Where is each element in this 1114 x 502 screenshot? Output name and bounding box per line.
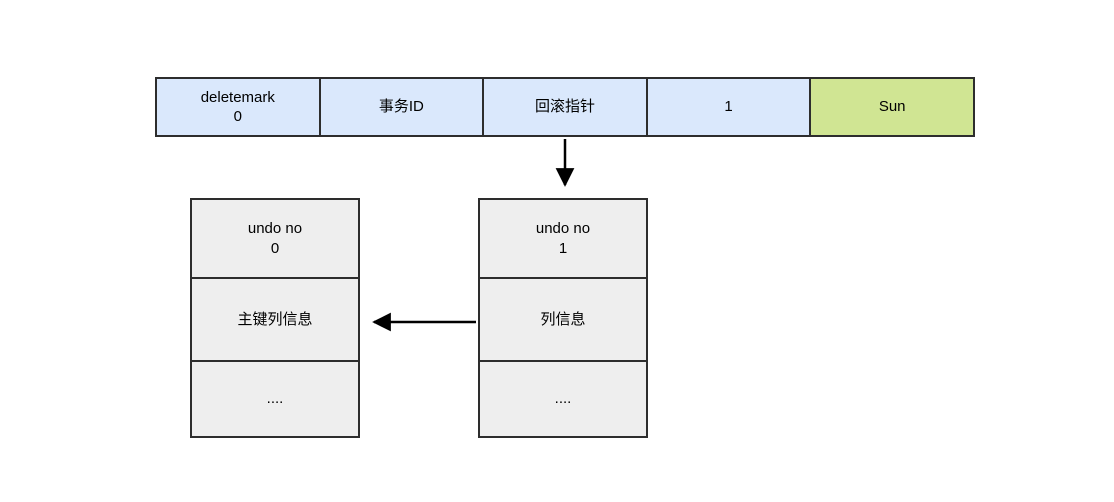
undo-cell-label: undo no xyxy=(535,220,591,237)
undo-cell-number: undo no 1 xyxy=(480,200,646,279)
undo-cell-value: 0 xyxy=(270,239,280,257)
undo-cell-label: undo no xyxy=(247,220,303,237)
undo-cell-ellipsis: .... xyxy=(480,362,646,436)
undo-log-box-0: undo no 0 主键列信息 .... xyxy=(190,198,360,438)
undo-cell-columns: 列信息 xyxy=(480,279,646,362)
undo-cell-label: 主键列信息 xyxy=(237,310,313,328)
record-row: deletemark 0 事务ID 回滚指针 1 Sun xyxy=(155,77,975,137)
record-cell-label: 事务ID xyxy=(378,98,424,116)
undo-cell-ellipsis: .... xyxy=(192,362,358,436)
record-cell-value: 0 xyxy=(233,108,242,125)
record-cell-label: deletemark xyxy=(200,88,275,106)
record-cell-primary-key: 1 xyxy=(647,79,812,135)
record-cell-deletemark: deletemark 0 xyxy=(157,79,321,135)
record-cell-rollback-pointer: 回滚指针 xyxy=(484,79,648,135)
record-cell-name-value: Sun xyxy=(811,79,973,135)
record-cell-label: Sun xyxy=(878,98,906,116)
undo-log-box-1: undo no 1 列信息 .... xyxy=(478,198,648,438)
record-cell-transaction-id: 事务ID xyxy=(320,79,485,135)
undo-cell-label: .... xyxy=(266,390,284,408)
undo-cell-number: undo no 0 xyxy=(192,200,358,279)
record-cell-label: 1 xyxy=(724,98,733,116)
undo-cell-primary-key-columns: 主键列信息 xyxy=(192,279,358,362)
record-cell-label: 回滚指针 xyxy=(534,98,595,116)
undo-cell-label: .... xyxy=(554,390,572,408)
undo-cell-label: 列信息 xyxy=(540,310,586,328)
undo-cell-value: 1 xyxy=(558,239,568,257)
